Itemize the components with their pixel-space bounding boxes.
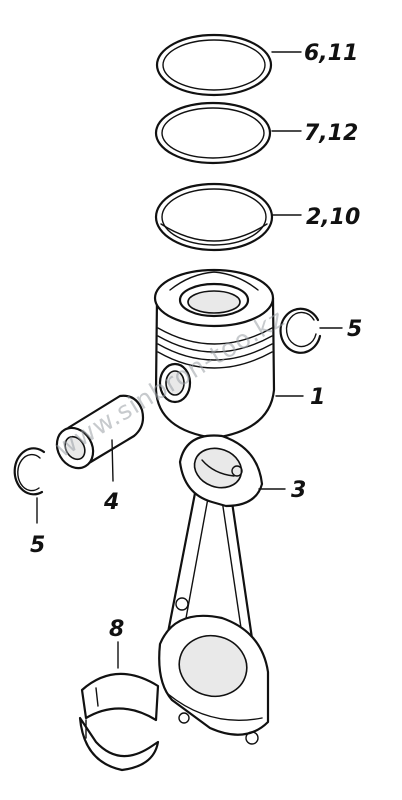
leader-lines xyxy=(36,51,343,669)
callout-rings-top: 6,11 xyxy=(304,41,358,66)
connecting-rod xyxy=(158,434,270,745)
piston-ring-bottom xyxy=(154,182,274,252)
callout-piston-pin: 4 xyxy=(103,490,119,515)
piston-ring-top xyxy=(155,33,273,97)
piston-ring-middle xyxy=(154,101,272,165)
piston xyxy=(153,268,276,440)
callout-connecting-rod: 3 xyxy=(291,478,306,503)
piston-pin xyxy=(55,394,145,470)
circlip-left xyxy=(13,447,46,496)
callout-circlip-right: 5 xyxy=(347,317,362,342)
callout-rings-bottom: 2,10 xyxy=(306,205,360,230)
callout-rings-middle: 7,12 xyxy=(304,121,358,146)
circlip-right xyxy=(279,307,322,354)
bearing-shells xyxy=(78,672,160,772)
callout-bearing-shells: 8 xyxy=(109,617,124,642)
callout-circlip-left: 5 xyxy=(30,533,45,558)
callout-piston: 1 xyxy=(310,385,325,410)
